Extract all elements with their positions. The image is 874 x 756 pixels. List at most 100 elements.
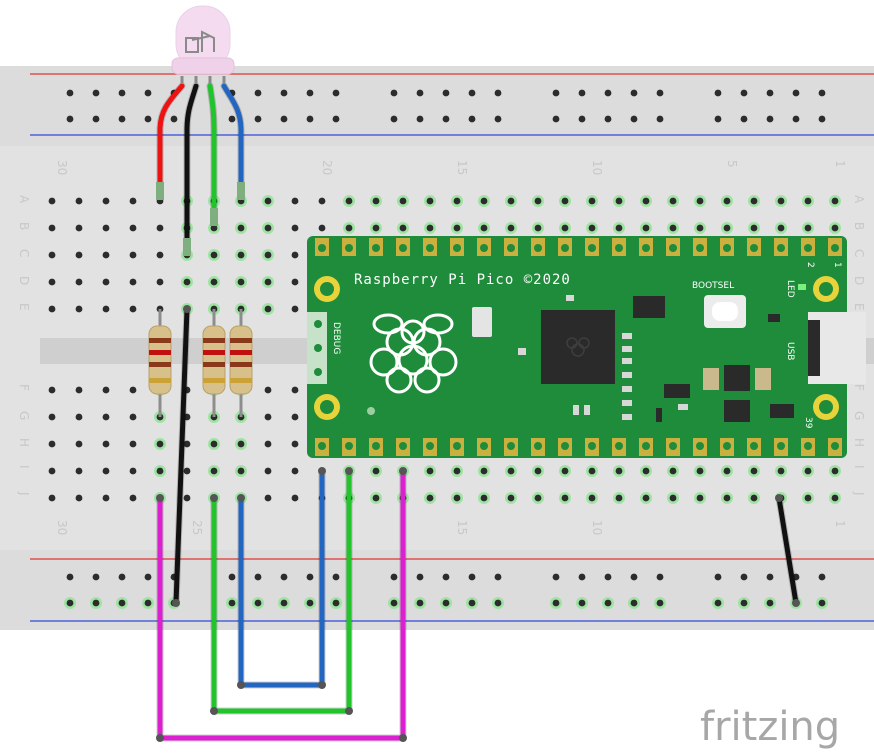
breadboard-hole[interactable]: [129, 251, 137, 259]
breadboard-hole[interactable]: [102, 413, 110, 421]
breadboard-hole[interactable]: [480, 197, 488, 205]
breadboard-hole[interactable]: [129, 278, 137, 286]
green-wire[interactable]: [211, 468, 352, 714]
raspberry-pi-pico-board[interactable]: DEBUG Raspberry Pi Pico ©2020 BOOTSEL: [307, 236, 866, 458]
breadboard-hole[interactable]: [561, 224, 569, 232]
breadboard-hole[interactable]: [280, 573, 288, 581]
breadboard-hole[interactable]: [118, 573, 126, 581]
breadboard-hole[interactable]: [92, 115, 100, 123]
breadboard-hole[interactable]: [332, 573, 340, 581]
breadboard-hole[interactable]: [669, 494, 677, 502]
breadboard-hole[interactable]: [714, 599, 722, 607]
breadboard-hole[interactable]: [507, 494, 515, 502]
breadboard-hole[interactable]: [714, 573, 722, 581]
led-wire-red[interactable]: [157, 83, 185, 191]
breadboard-hole[interactable]: [237, 467, 245, 475]
breadboard-hole[interactable]: [306, 89, 314, 97]
breadboard-hole[interactable]: [453, 197, 461, 205]
breadboard-hole[interactable]: [264, 440, 272, 448]
breadboard-hole[interactable]: [766, 599, 774, 607]
led-wire-green[interactable]: [207, 83, 217, 217]
breadboard-hole[interactable]: [604, 89, 612, 97]
breadboard-hole[interactable]: [818, 115, 826, 123]
breadboard-hole[interactable]: [237, 224, 245, 232]
breadboard-hole[interactable]: [264, 278, 272, 286]
led-wire-black[interactable]: [184, 83, 199, 247]
breadboard-hole[interactable]: [399, 197, 407, 205]
breadboard-hole[interactable]: [144, 89, 152, 97]
breadboard-hole[interactable]: [494, 115, 502, 123]
breadboard-hole[interactable]: [228, 573, 236, 581]
breadboard-hole[interactable]: [102, 251, 110, 259]
breadboard-hole[interactable]: [345, 197, 353, 205]
breadboard-hole[interactable]: [48, 413, 56, 421]
breadboard-hole[interactable]: [170, 115, 178, 123]
breadboard-hole[interactable]: [48, 386, 56, 394]
breadboard-hole[interactable]: [291, 278, 299, 286]
breadboard-hole[interactable]: [578, 573, 586, 581]
breadboard-hole[interactable]: [102, 494, 110, 502]
breadboard-hole[interactable]: [750, 197, 758, 205]
breadboard-hole[interactable]: [578, 115, 586, 123]
breadboard-hole[interactable]: [306, 573, 314, 581]
breadboard-hole[interactable]: [102, 305, 110, 313]
breadboard-hole[interactable]: [604, 599, 612, 607]
breadboard-hole[interactable]: [183, 494, 191, 502]
breadboard-hole[interactable]: [92, 599, 100, 607]
breadboard-hole[interactable]: [118, 115, 126, 123]
breadboard-hole[interactable]: [254, 89, 262, 97]
breadboard-hole[interactable]: [494, 599, 502, 607]
breadboard-hole[interactable]: [75, 224, 83, 232]
breadboard-hole[interactable]: [48, 305, 56, 313]
breadboard-hole[interactable]: [75, 413, 83, 421]
breadboard-hole[interactable]: [578, 89, 586, 97]
breadboard-hole[interactable]: [390, 573, 398, 581]
breadboard-hole[interactable]: [723, 494, 731, 502]
breadboard-hole[interactable]: [102, 386, 110, 394]
breadboard-hole[interactable]: [129, 197, 137, 205]
breadboard-hole[interactable]: [118, 599, 126, 607]
breadboard-hole[interactable]: [804, 494, 812, 502]
breadboard-hole[interactable]: [228, 115, 236, 123]
breadboard-hole[interactable]: [740, 573, 748, 581]
breadboard-hole[interactable]: [92, 89, 100, 97]
breadboard-hole[interactable]: [442, 115, 450, 123]
breadboard-hole[interactable]: [75, 440, 83, 448]
ground-wire-left[interactable]: [173, 306, 190, 606]
breadboard-hole[interactable]: [723, 467, 731, 475]
breadboard-hole[interactable]: [740, 89, 748, 97]
breadboard-hole[interactable]: [129, 467, 137, 475]
breadboard-hole[interactable]: [669, 197, 677, 205]
breadboard-hole[interactable]: [766, 89, 774, 97]
breadboard-hole[interactable]: [264, 251, 272, 259]
breadboard-hole[interactable]: [237, 440, 245, 448]
breadboard-hole[interactable]: [66, 573, 74, 581]
breadboard-hole[interactable]: [792, 115, 800, 123]
breadboard-hole[interactable]: [291, 440, 299, 448]
breadboard-hole[interactable]: [264, 494, 272, 502]
breadboard-hole[interactable]: [144, 115, 152, 123]
breadboard-hole[interactable]: [254, 599, 262, 607]
breadboard-hole[interactable]: [534, 494, 542, 502]
breadboard-hole[interactable]: [561, 494, 569, 502]
breadboard-hole[interactable]: [156, 440, 164, 448]
breadboard-hole[interactable]: [750, 224, 758, 232]
breadboard-hole[interactable]: [291, 251, 299, 259]
breadboard-hole[interactable]: [102, 467, 110, 475]
breadboard-hole[interactable]: [804, 197, 812, 205]
breadboard-hole[interactable]: [777, 197, 785, 205]
breadboard-hole[interactable]: [210, 224, 218, 232]
breadboard-hole[interactable]: [494, 89, 502, 97]
breadboard-hole[interactable]: [604, 115, 612, 123]
breadboard-hole[interactable]: [453, 467, 461, 475]
led-wire-blue[interactable]: [221, 83, 244, 191]
breadboard-hole[interactable]: [48, 440, 56, 448]
breadboard-hole[interactable]: [48, 197, 56, 205]
breadboard-hole[interactable]: [714, 89, 722, 97]
breadboard-hole[interactable]: [129, 305, 137, 313]
breadboard-hole[interactable]: [332, 599, 340, 607]
breadboard-hole[interactable]: [48, 278, 56, 286]
breadboard-hole[interactable]: [480, 494, 488, 502]
breadboard-hole[interactable]: [750, 467, 758, 475]
breadboard-hole[interactable]: [740, 599, 748, 607]
